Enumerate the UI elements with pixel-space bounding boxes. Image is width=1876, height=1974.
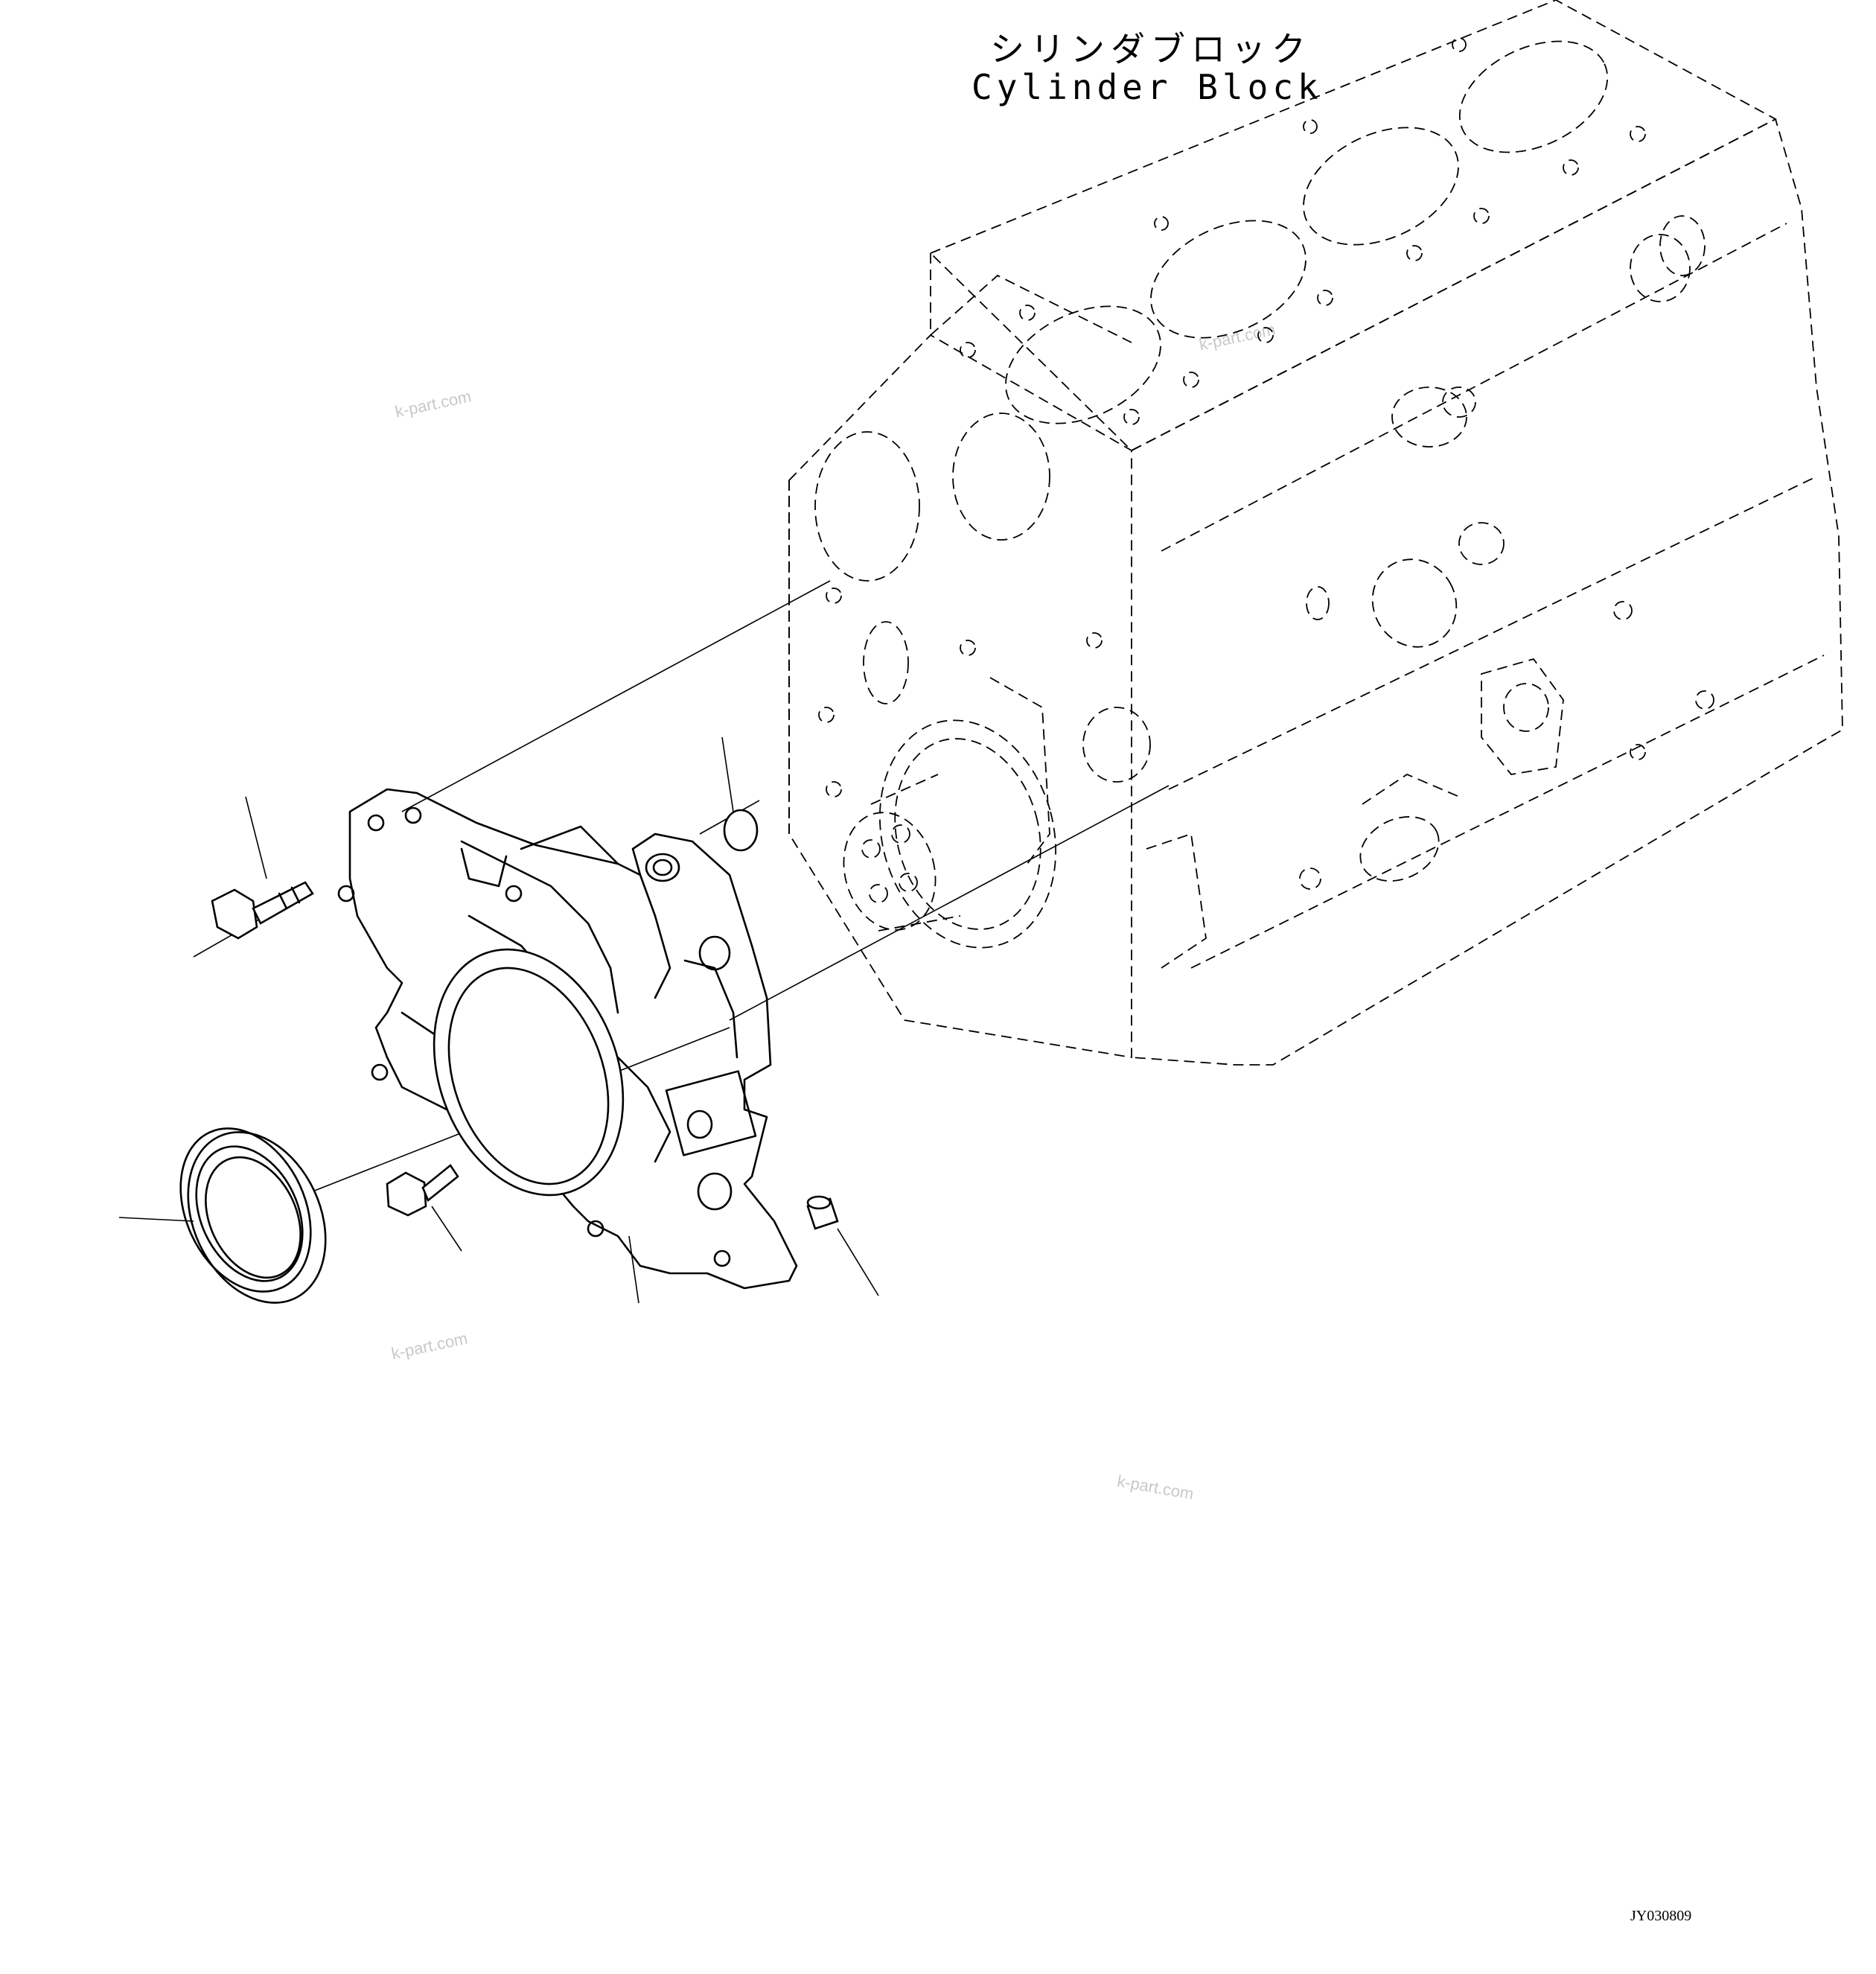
bushing — [806, 1195, 839, 1230]
cylinder-block-outline — [788, 0, 1843, 1066]
assembly-lines — [193, 580, 1170, 1192]
leader-lines — [118, 736, 879, 1304]
bolt-lower — [386, 1164, 459, 1217]
dowel-pin — [723, 809, 759, 852]
cylinder-block-label-english: Cylinder Block — [972, 67, 1323, 107]
oil-seal — [179, 1127, 327, 1304]
cylinder-block-label-japanese: シリンダブロック — [990, 29, 1312, 69]
drawing-code: JY030809 — [1630, 1908, 1692, 1924]
bolt-upper — [211, 881, 314, 940]
front-cover — [337, 788, 798, 1290]
oil-pump-gear — [843, 719, 1057, 949]
